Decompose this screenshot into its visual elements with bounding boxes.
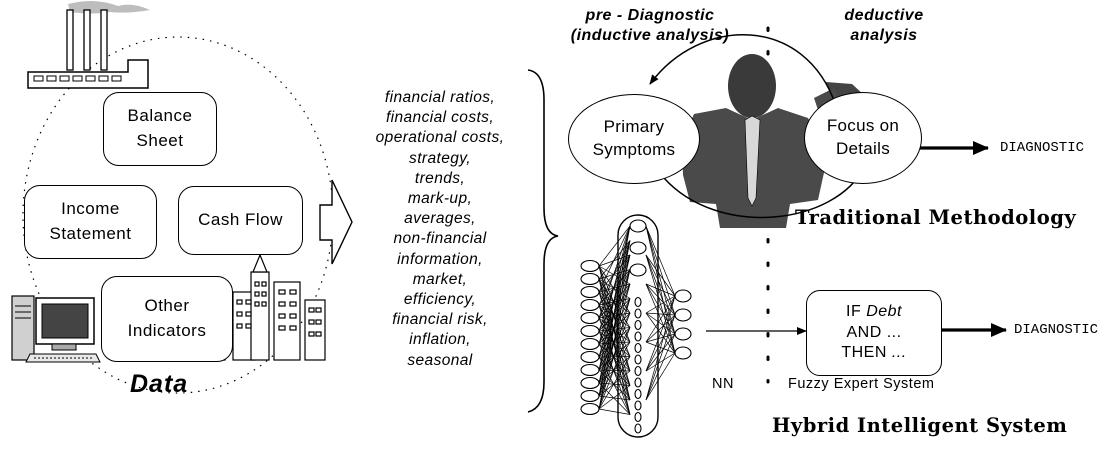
focus-details-line2: Details xyxy=(835,139,891,158)
neural-network-icon xyxy=(580,214,692,438)
primary-symptoms-line2: Symptoms xyxy=(592,140,676,159)
nn-node xyxy=(634,319,642,331)
factor-item: efficiency, xyxy=(403,291,477,309)
factors-list: financial ratios, financial costs, operati… xyxy=(345,88,535,371)
traditional-diagnostic-label: DIAGNOSTIC xyxy=(1000,140,1085,156)
factor-item: mark-up, xyxy=(407,190,473,208)
inductive-curve-arrow xyxy=(649,34,837,107)
balance-sheet-line1: Balance xyxy=(127,106,193,126)
nn-node xyxy=(674,308,692,322)
data-title: Data xyxy=(130,370,189,398)
hybrid-intelligent-system-title: Hybrid Intelligent System xyxy=(772,414,1068,437)
nn-node xyxy=(634,308,642,319)
nn-node xyxy=(580,272,600,286)
factor-item: market, xyxy=(412,270,468,288)
nn-node xyxy=(580,311,600,325)
nn-node xyxy=(580,363,600,377)
nn-node xyxy=(580,259,600,273)
other-indicators-line2: Indicators xyxy=(127,321,207,340)
focus-details-line1: Focus on xyxy=(826,116,900,136)
hybrid-diagnostic-label: DIAGNOSTIC xyxy=(1014,322,1099,338)
nn-node xyxy=(580,389,600,403)
rule-if: IF xyxy=(846,302,867,320)
nn-connections xyxy=(598,225,676,415)
income-statement-line1: Income xyxy=(61,199,120,219)
nn-node xyxy=(634,365,642,377)
nn-node xyxy=(580,402,600,416)
nn-label: NN xyxy=(712,376,734,392)
nn-node xyxy=(580,324,600,338)
other-indicators-line1: Other xyxy=(144,296,190,316)
analysis-label: analysis xyxy=(850,27,918,44)
computer-icon xyxy=(11,295,101,363)
nn-node xyxy=(580,337,600,351)
nn-node xyxy=(674,327,692,341)
nn-node xyxy=(634,411,642,423)
nn-node xyxy=(634,400,642,411)
nn-node xyxy=(634,423,642,434)
curly-brace xyxy=(527,69,559,413)
factor-item: financial costs, xyxy=(385,109,495,127)
factor-item: inflation, xyxy=(409,331,471,349)
nn-node xyxy=(674,346,692,360)
nn-node xyxy=(580,350,600,364)
nn-node xyxy=(674,289,692,303)
factory-icon xyxy=(27,0,150,89)
fuzzy-rule-box: IF Debt AND ... THEN ... xyxy=(806,290,942,376)
nn-node xyxy=(580,376,600,390)
factor-item: strategy, xyxy=(409,149,471,167)
factor-item: trends, xyxy=(414,169,466,187)
nn-node xyxy=(629,219,647,233)
traditional-methodology-title: Traditional Methodology xyxy=(795,206,1077,229)
nn-node xyxy=(634,354,642,365)
rule-ellipsis: ... xyxy=(891,344,907,362)
factor-item: financial ratios, xyxy=(384,89,496,106)
primary-symptoms-line1: Primary xyxy=(603,117,665,137)
fuzzy-expert-system-label: Fuzzy Expert System xyxy=(788,376,935,392)
inductive-analysis-label: (inductive analysis) xyxy=(570,27,730,44)
cash-flow-label: Cash Flow xyxy=(198,210,283,230)
nn-node xyxy=(634,331,642,342)
deductive-curve-arrow xyxy=(663,165,866,219)
cash-flow-box: Cash Flow xyxy=(178,186,303,255)
nn-node xyxy=(629,241,647,255)
deductive-label: deductive xyxy=(844,7,924,24)
rule-then: THEN xyxy=(841,344,892,362)
income-statement-line2: Statement xyxy=(49,224,132,243)
factor-item: averages, xyxy=(404,210,476,228)
factor-item: operational costs, xyxy=(375,129,505,147)
pre-diagnostic-label: pre - Diagnostic xyxy=(585,7,715,24)
rule-and: AND ... xyxy=(846,323,902,341)
nn-node xyxy=(634,342,642,354)
nn-node xyxy=(580,285,600,299)
rule-debt: Debt xyxy=(866,302,902,320)
nn-node xyxy=(634,296,642,308)
factor-item: seasonal xyxy=(407,351,473,369)
factor-item: financial risk, xyxy=(392,311,488,329)
factor-item: information, xyxy=(397,250,483,268)
nn-node xyxy=(634,377,642,388)
focus-details-node: Focus on Details xyxy=(804,92,922,184)
businessman-icon xyxy=(682,54,864,228)
factor-item: non-financial xyxy=(393,230,487,248)
nn-node xyxy=(629,263,647,277)
nn-node xyxy=(634,388,642,400)
nn-node xyxy=(580,298,600,312)
balance-sheet-line2: Sheet xyxy=(136,131,184,150)
hollow-right-arrow xyxy=(319,179,353,265)
